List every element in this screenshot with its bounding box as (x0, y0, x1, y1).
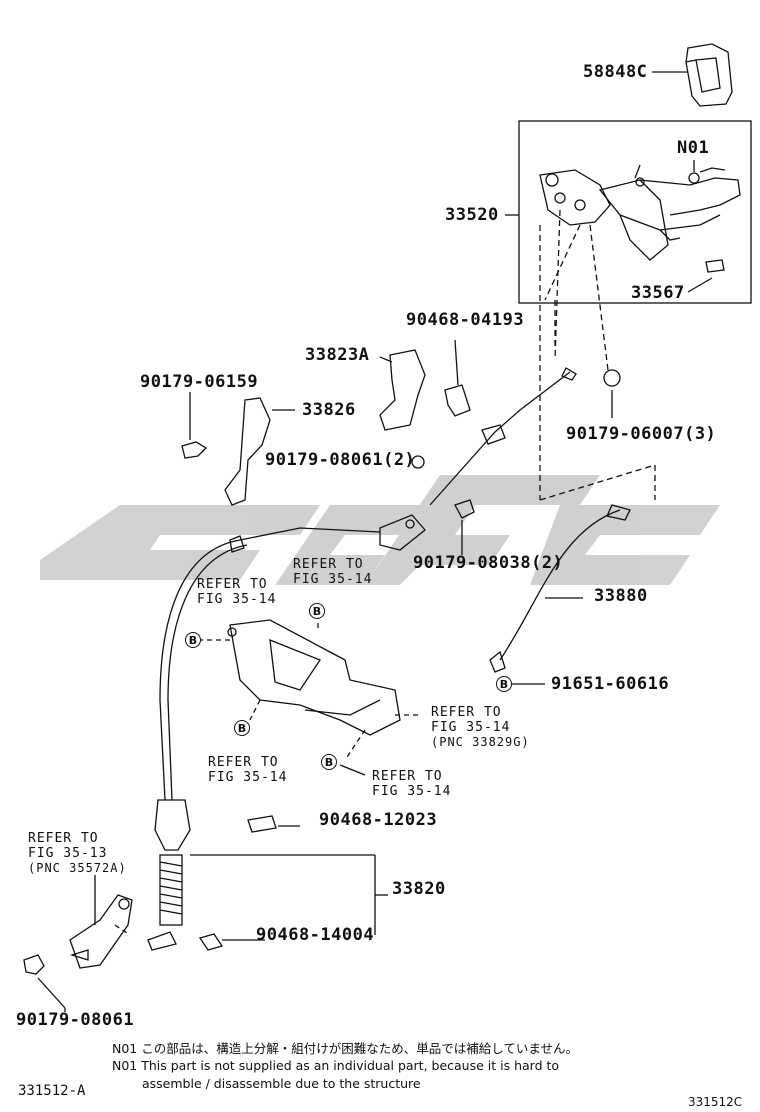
cable-bracket (379, 514, 426, 551)
label-90179-06007[interactable]: 90179-06007(3) (566, 424, 717, 444)
reference-line: FIG 35-14 (293, 572, 373, 587)
note-en-2: assemble / disassemble due to the struct… (142, 1076, 421, 1091)
reference-fig-35-14-e[interactable]: REFER TO FIG 35-14 (372, 769, 451, 799)
label-90179-08061-2[interactable]: 90179-08061(2) (265, 450, 416, 470)
reference-fig-35-14-a[interactable]: REFER TO FIG 35-14 (293, 557, 372, 587)
note-jp: N01 この部品は、構造上分解・組付けが困難なため、単品では補給していません。 (112, 1041, 578, 1056)
reference-line: REFER TO (431, 705, 502, 720)
label-33820[interactable]: 33820 (392, 879, 446, 899)
reference-line: FIG 35-13 (28, 846, 108, 861)
marker-b: B (185, 632, 201, 648)
clip-90468-04193 (444, 384, 471, 417)
reference-line: REFER TO (208, 755, 279, 770)
label-90468-12023[interactable]: 90468-12023 (319, 810, 438, 830)
reference-line: REFER TO (197, 577, 268, 592)
marker-b: B (309, 603, 325, 619)
label-58848C[interactable]: 58848C (583, 62, 648, 82)
bolt-90179-06159 (181, 441, 208, 459)
reference-line: REFER TO (28, 831, 99, 846)
cable-33880 (499, 509, 621, 661)
cable-end-33820 (154, 799, 191, 851)
label-33880[interactable]: 33880 (594, 586, 648, 606)
watermark (40, 475, 720, 585)
figure-code-left: 331512-A (18, 1083, 86, 1099)
main-cable (239, 527, 381, 541)
reference-fig-35-14-d[interactable]: REFER TO FIG 35-14 (208, 755, 287, 785)
label-90468-04193[interactable]: 90468-04193 (406, 310, 525, 330)
label-90179-08038[interactable]: 90179-08038(2) (413, 553, 564, 573)
nut-90179-08038 (454, 499, 475, 519)
label-90468-14004[interactable]: 90468-14004 (256, 925, 375, 945)
reference-line: FIG 35-14 (208, 770, 288, 785)
reference-line: REFER TO (293, 557, 364, 572)
reference-fig-35-14-b[interactable]: REFER TO FIG 35-14 (197, 577, 276, 607)
label-90179-06159[interactable]: 90179-06159 (140, 372, 259, 392)
marker-b: B (321, 754, 337, 770)
reference-fig-35-13[interactable]: REFER TO FIG 35-13 (PNC 35572A) (28, 831, 127, 876)
clip-33567 (705, 259, 725, 273)
upper-cable (429, 371, 571, 506)
grommet-90179-06007 (603, 369, 621, 387)
assembly-box (518, 120, 752, 304)
bracket-33823A (379, 349, 426, 431)
label-33520[interactable]: 33520 (445, 205, 499, 225)
marker-b: B (234, 720, 250, 736)
nut-90179-08061 (23, 954, 45, 975)
label-90179-08061[interactable]: 90179-08061 (16, 1010, 135, 1030)
note-en-1: N01 This part is not supplied as an indi… (112, 1058, 560, 1073)
figure-code-right: 331512C (688, 1095, 743, 1109)
shift-lever-assembly-33520 (539, 164, 741, 261)
clip-90468-12023 (247, 815, 277, 833)
marker-b: B (496, 676, 512, 692)
bracket-33826 (224, 397, 271, 506)
reference-line: (PNC 33829G) (431, 735, 530, 749)
label-91651-60616[interactable]: 91651-60616 (551, 674, 670, 694)
label-N01[interactable]: N01 (677, 138, 710, 158)
bracket-35572A (69, 894, 133, 969)
reference-line: (PNC 35572A) (28, 861, 127, 875)
reference-fig-35-14-c[interactable]: REFER TO FIG 35-14 (PNC 33829G) (431, 705, 530, 750)
label-33823A[interactable]: 33823A (305, 345, 370, 365)
label-33567[interactable]: 33567 (631, 283, 685, 303)
transmission-bracket (229, 619, 401, 736)
label-33826[interactable]: 33826 (302, 400, 356, 420)
reference-line: FIG 35-14 (197, 592, 277, 607)
reference-line: FIG 35-14 (431, 720, 511, 735)
clip-90468-14004 (198, 933, 224, 951)
reference-line: REFER TO (372, 769, 443, 784)
reference-line: FIG 35-14 (372, 784, 452, 799)
bezel-58848C (685, 43, 733, 107)
